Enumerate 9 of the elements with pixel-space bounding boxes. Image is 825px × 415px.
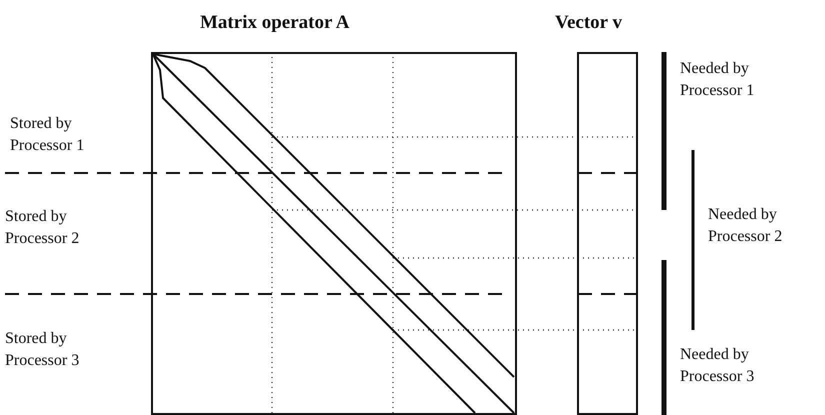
heading: Vector v — [555, 12, 622, 34]
processor-label: Stored by Processor 2 — [5, 207, 80, 249]
heading: Matrix operator A — [200, 12, 350, 34]
processor-label: Stored by Processor 3 — [5, 329, 80, 371]
processor-label: Needed by Processor 3 — [680, 345, 756, 387]
processor-label: Stored by Processor 1 — [10, 114, 86, 156]
vector-box — [577, 52, 638, 415]
processor-label: Needed by Processor 1 — [680, 59, 756, 101]
processor-label: Needed by Processor 2 — [708, 205, 784, 247]
